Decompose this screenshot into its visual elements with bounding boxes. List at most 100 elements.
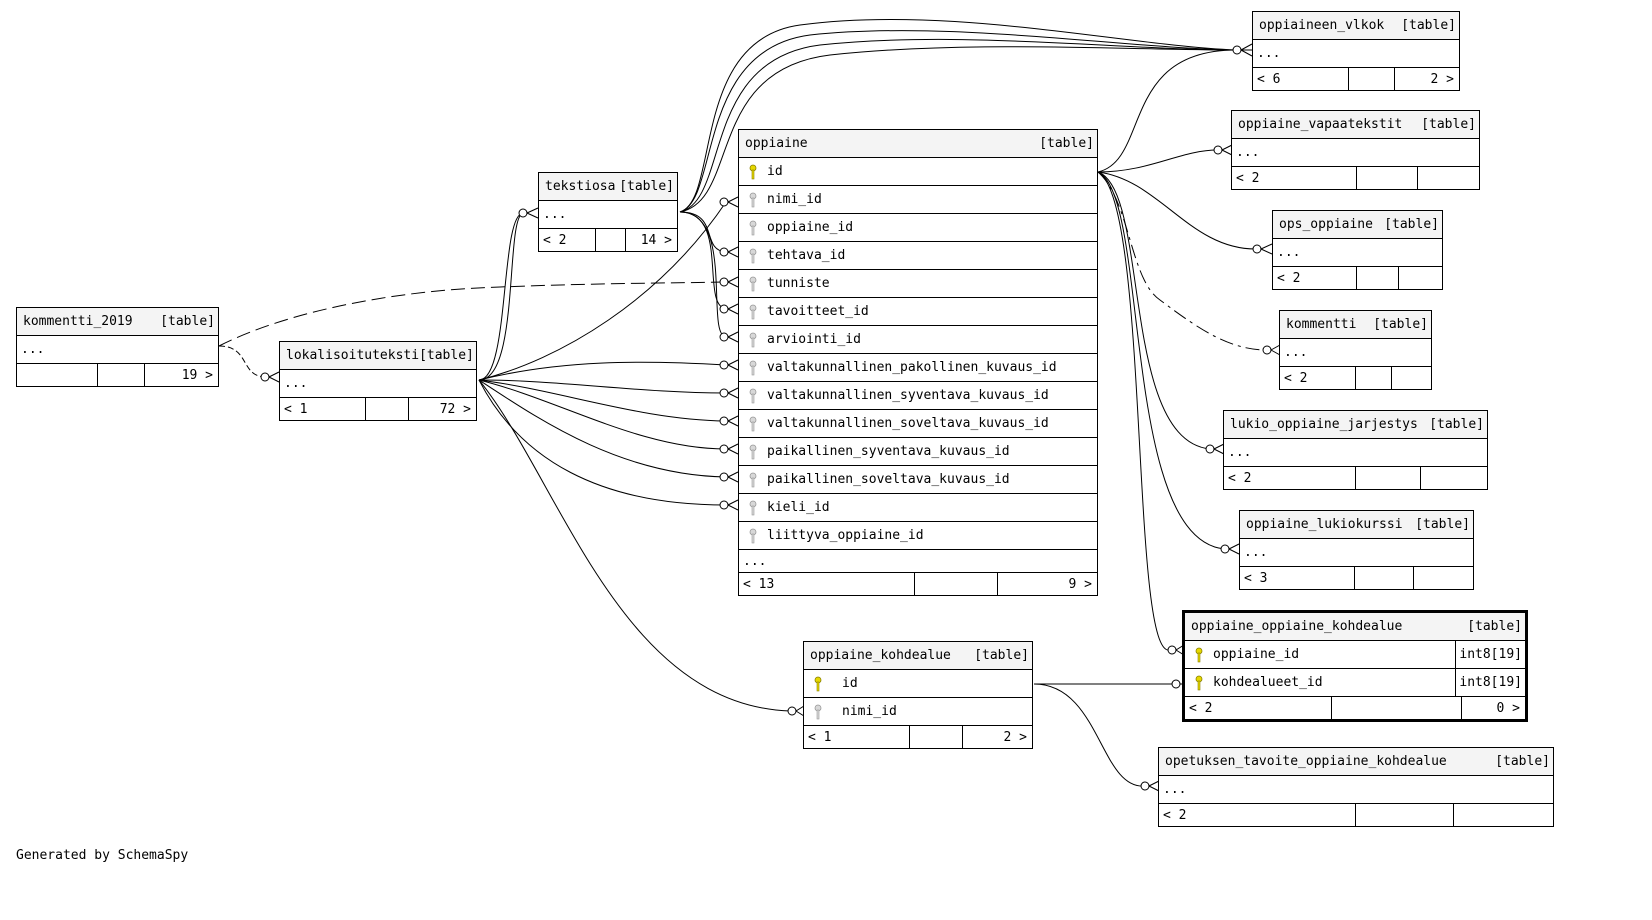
column-row[interactable]: oppiaine_id int8[19] xyxy=(1185,641,1525,669)
column-row[interactable]: id xyxy=(804,670,1032,698)
table-name: opetuksen_tavoite_oppiaine_kohdealue xyxy=(1165,754,1447,769)
table-tag: [table] xyxy=(1421,117,1476,132)
column-row[interactable]: valtakunnallinen_pakollinen_kuvaus_id xyxy=(739,354,1097,382)
column-name: kohdealueet_id xyxy=(1213,675,1323,690)
table-kommentti[interactable]: kommentti[table] ... < 2 xyxy=(1279,310,1432,390)
column-row[interactable]: kohdealueet_id int8[19] xyxy=(1185,669,1525,697)
more-columns-ellipsis: ... xyxy=(1224,439,1487,467)
table-header: lokalisoituteksti[table] xyxy=(280,342,476,370)
column-row[interactable]: liittyva_oppiaine_id xyxy=(739,522,1097,550)
child-count xyxy=(1421,467,1487,489)
foreign-key-icon xyxy=(749,472,757,487)
table-header: ops_oppiaine [table] xyxy=(1273,211,1442,239)
primary-key-icon xyxy=(1195,675,1203,690)
column-name: valtakunnallinen_soveltava_kuvaus_id xyxy=(767,416,1049,431)
foreign-key-icon xyxy=(814,704,822,719)
table-tekstiosa[interactable]: tekstiosa[table] ... < 2 14 > xyxy=(538,172,678,252)
table-header: oppiaine_vapaatekstit[table] xyxy=(1232,111,1479,139)
table-header: tekstiosa[table] xyxy=(539,173,677,201)
table-oppiaine-vapaatekstit[interactable]: oppiaine_vapaatekstit[table] ... < 2 xyxy=(1231,110,1480,190)
column-row[interactable]: kieli_id xyxy=(739,494,1097,522)
column-row[interactable]: tavoitteet_id xyxy=(739,298,1097,326)
column-row[interactable]: arviointi_id xyxy=(739,326,1097,354)
column-row[interactable]: paikallinen_syventava_kuvaus_id xyxy=(739,438,1097,466)
table-footer: < 3 xyxy=(1240,567,1473,589)
table-name: oppiaine_kohdealue xyxy=(810,648,951,663)
table-footer: < 2 xyxy=(1273,267,1442,289)
column-name: nimi_id xyxy=(842,704,897,719)
child-count: 14 > xyxy=(640,232,672,248)
table-oppiaine-kohdealue[interactable]: oppiaine_kohdealue[table] id nimi_id < 1… xyxy=(803,641,1033,749)
column-name: tavoitteet_id xyxy=(767,304,869,319)
table-header: oppiaine_kohdealue[table] xyxy=(804,642,1032,670)
parent-count: < 2 xyxy=(1236,170,1260,186)
table-header: lukio_oppiaine_jarjestys [table] xyxy=(1224,411,1487,439)
column-row[interactable]: paikallinen_soveltava_kuvaus_id xyxy=(739,466,1097,494)
table-kommentti-2019[interactable]: kommentti_2019 [table] ... 19 > xyxy=(16,307,219,387)
foreign-key-icon xyxy=(749,304,757,319)
table-oppiaine-oppiaine-kohdealue[interactable]: oppiaine_oppiaine_kohdealue[table] oppia… xyxy=(1182,610,1528,722)
column-row[interactable]: valtakunnallinen_soveltava_kuvaus_id xyxy=(739,410,1097,438)
column-row[interactable]: tunniste xyxy=(739,270,1097,298)
table-name: kommentti_2019 xyxy=(23,314,133,329)
table-footer: < 6 2 > xyxy=(1253,68,1459,90)
table-header: oppiaine_lukiokurssi [table] xyxy=(1240,511,1473,539)
foreign-key-icon xyxy=(749,220,757,235)
table-tag: [table] xyxy=(160,314,215,329)
table-footer: < 2 xyxy=(1280,367,1431,389)
table-ops-oppiaine[interactable]: ops_oppiaine[table] ... < 2 xyxy=(1272,210,1443,290)
column-row[interactable]: oppiaine_id xyxy=(739,214,1097,242)
foreign-key-icon xyxy=(749,500,757,515)
parent-count: < 2 xyxy=(1284,370,1308,386)
table-name: oppiaine xyxy=(745,136,808,151)
column-name: paikallinen_syventava_kuvaus_id xyxy=(767,444,1010,459)
parent-count: < 2 xyxy=(543,232,567,248)
table-lukio-oppiaine-jarjestys[interactable]: lukio_oppiaine_jarjestys[table] ... < 2 xyxy=(1223,410,1488,490)
column-row[interactable]: id xyxy=(739,158,1097,186)
child-count xyxy=(1399,267,1442,289)
parent-count: < 2 xyxy=(1189,700,1213,716)
foreign-key-icon xyxy=(749,360,757,375)
foreign-key-icon xyxy=(749,192,757,207)
column-row[interactable]: nimi_id xyxy=(739,186,1097,214)
table-name: ops_oppiaine xyxy=(1279,217,1373,232)
column-name: id xyxy=(767,164,783,179)
table-name: kommentti xyxy=(1286,317,1357,332)
foreign-key-icon xyxy=(749,444,757,459)
more-columns-ellipsis: ... xyxy=(539,201,677,229)
column-row[interactable]: nimi_id xyxy=(804,698,1032,726)
column-row[interactable]: tehtava_id xyxy=(739,242,1097,270)
more-columns-ellipsis: ... xyxy=(17,336,218,364)
table-tag: [table] xyxy=(419,348,474,363)
column-row[interactable]: valtakunnallinen_syventava_kuvaus_id xyxy=(739,382,1097,410)
child-count: 2 > xyxy=(1003,729,1027,745)
column-name: tunniste xyxy=(767,276,830,291)
table-opetuksen-tavoite-oppiaine-kohdealue[interactable]: opetuksen_tavoite_oppiaine_kohdealue [tab… xyxy=(1158,747,1554,827)
table-tag: [table] xyxy=(1429,417,1484,432)
table-tag: [table] xyxy=(1401,18,1456,33)
more-columns-ellipsis: ... xyxy=(1240,539,1473,567)
child-count xyxy=(1392,367,1431,389)
table-tag: [table] xyxy=(1495,754,1550,769)
table-name: oppiaine_lukiokurssi xyxy=(1246,517,1403,532)
child-count xyxy=(1454,804,1553,826)
primary-key-icon xyxy=(1195,647,1203,662)
parent-count: < 6 xyxy=(1257,71,1281,87)
table-name: oppiaine_oppiaine_kohdealue xyxy=(1191,619,1403,634)
column-name: valtakunnallinen_pakollinen_kuvaus_id xyxy=(767,360,1057,375)
table-tag: [table] xyxy=(1384,217,1439,232)
table-name: lukio_oppiaine_jarjestys xyxy=(1230,417,1418,432)
parent-count: < 2 xyxy=(1277,270,1301,286)
table-footer: 19 > xyxy=(17,364,218,386)
more-columns-ellipsis: ... xyxy=(1280,339,1431,367)
table-tag: [table] xyxy=(1415,517,1470,532)
column-name: liittyva_oppiaine_id xyxy=(767,528,924,543)
primary-key-icon xyxy=(749,164,757,179)
table-oppiaine-lukiokurssi[interactable]: oppiaine_lukiokurssi [table] ... < 3 xyxy=(1239,510,1474,590)
child-count: 2 > xyxy=(1430,71,1454,87)
parent-count: < 1 xyxy=(808,729,832,745)
